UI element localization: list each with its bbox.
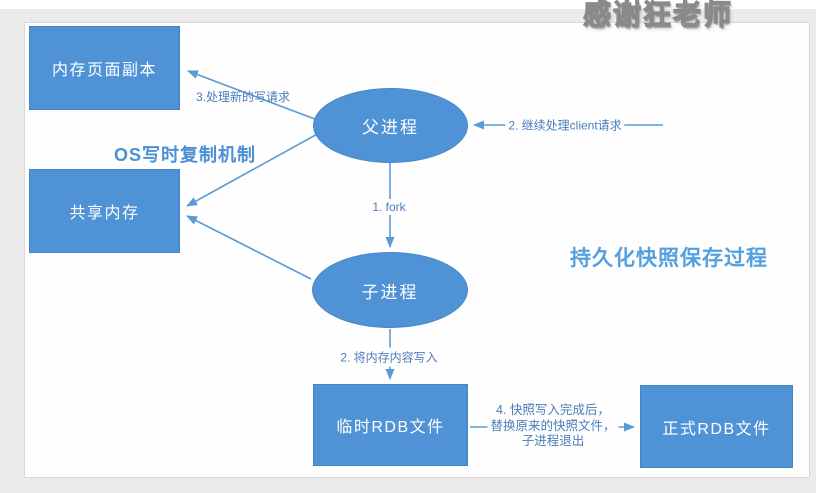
node-temp-rdb-file-label: 临时RDB文件 xyxy=(336,419,445,436)
node-memory-page-copy: 内存页面副本 xyxy=(29,26,180,110)
watermark-text: 感谢狂老师 xyxy=(582,0,734,31)
title-os-copy-on-write: OS写时复制机制 xyxy=(114,145,257,165)
node-parent-process: 父进程 xyxy=(313,88,468,163)
node-parent-process-label: 父进程 xyxy=(362,118,419,137)
edge-label-replace-snapshot: 4. 快照写入完成后， 替换原来的快照文件， 子进程退出 xyxy=(487,401,619,451)
node-child-process-label: 子进程 xyxy=(361,282,419,302)
node-official-rdb-file: 正式RDB文件 xyxy=(640,385,793,468)
node-memory-page-copy-label: 内存页面副本 xyxy=(51,62,157,79)
node-shared-memory: 共享内存 xyxy=(29,169,180,253)
edge-label-replace-line3: 子进程退出 xyxy=(521,433,585,448)
title-persistence-snapshot-process: 持久化快照保存过程 xyxy=(570,247,768,270)
node-child-process: 子进程 xyxy=(312,252,468,328)
edge-label-replace-line1: 4. 快照写入完成后， xyxy=(496,402,610,417)
node-official-rdb-file-label: 正式RDB文件 xyxy=(662,420,771,438)
node-shared-memory-label: 共享内存 xyxy=(69,205,140,222)
node-temp-rdb-file: 临时RDB文件 xyxy=(313,384,468,466)
edge-label-continue-client: 2. 继续处理client请求 xyxy=(505,115,625,135)
edge-label-handle-new-writes: 3.处理新的写请求 xyxy=(196,90,291,104)
edge-label-fork: 1. fork xyxy=(369,199,409,215)
edge-label-replace-line2: 替换原来的快照文件， xyxy=(490,418,616,433)
edge-label-write-memory: 2. 将内存内容写入 xyxy=(337,347,441,367)
